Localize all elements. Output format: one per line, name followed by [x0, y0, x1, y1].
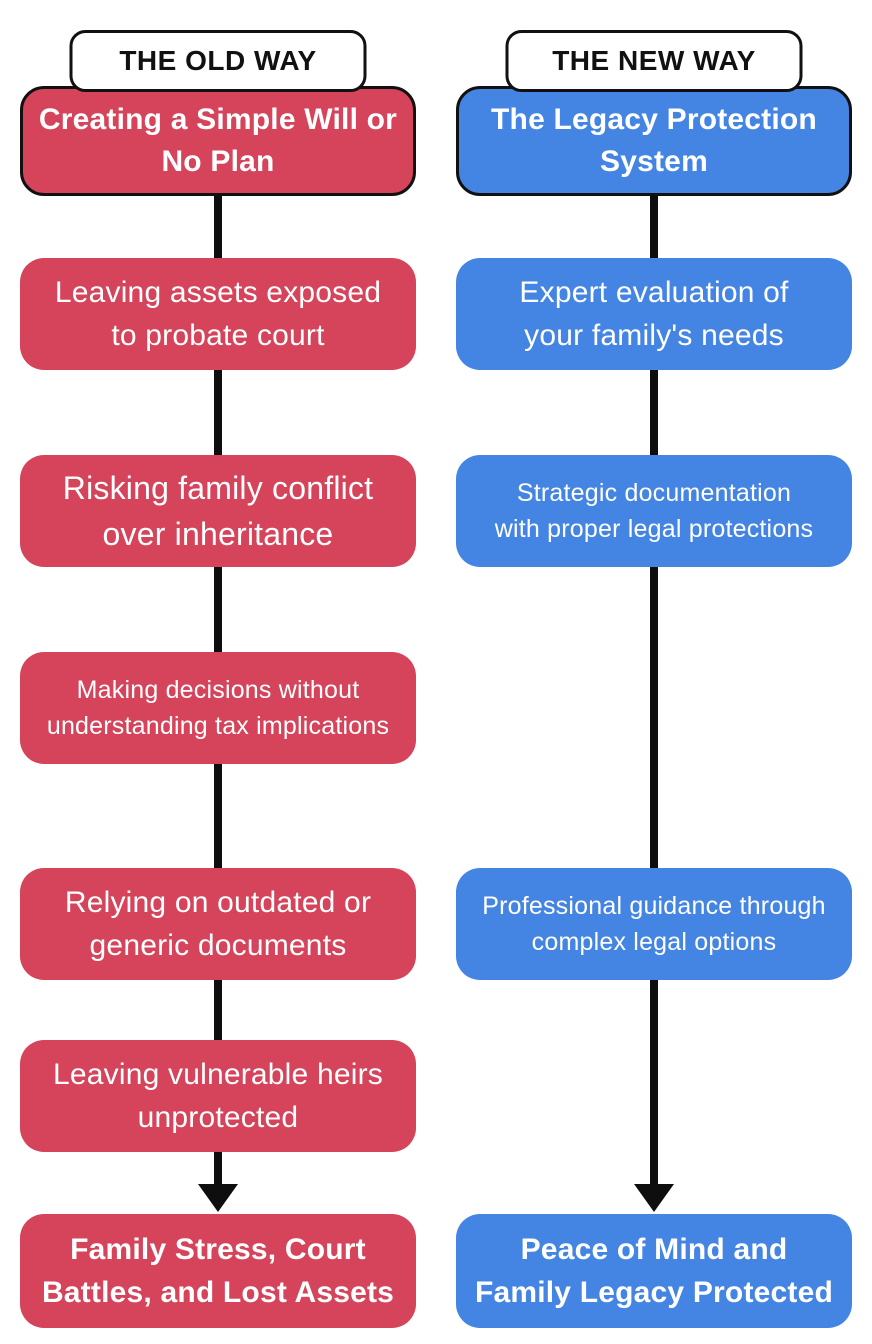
- old-way-arrowhead-icon: [198, 1184, 238, 1212]
- old-way-header-box: Creating a Simple Will or No Plan: [20, 86, 416, 196]
- old-way-step-probate: Leaving assets exposed to probate court: [20, 258, 416, 370]
- old-way-header-label: Creating a Simple Will or No Plan: [38, 103, 398, 178]
- new-way-title: THE NEW WAY: [505, 30, 803, 92]
- step-label: Risking family conflict over inheritance: [62, 469, 374, 552]
- step-label: Expert evaluation of your family's needs: [519, 275, 789, 353]
- old-way-step-tax: Making decisions without understanding t…: [20, 652, 416, 764]
- old-way-title: THE OLD WAY: [69, 30, 367, 92]
- old-way-result-label: Family Stress, Court Battles, and Lost A…: [41, 1232, 395, 1310]
- new-way-header-box: The Legacy Protection System: [456, 86, 852, 196]
- step-label: Making decisions without understanding t…: [46, 675, 390, 740]
- new-way-connector-line: [650, 188, 658, 1190]
- new-way-step-evaluation: Expert evaluation of your family's needs: [456, 258, 852, 370]
- step-label: Strategic documentation with proper lega…: [494, 478, 814, 543]
- old-way-title-label: THE OLD WAY: [119, 45, 317, 76]
- new-way-step-documentation: Strategic documentation with proper lega…: [456, 455, 852, 567]
- old-way-step-heirs: Leaving vulnerable heirs unprotected: [20, 1040, 416, 1152]
- old-way-result-box: Family Stress, Court Battles, and Lost A…: [20, 1214, 416, 1328]
- step-label: Relying on outdated or generic documents: [64, 885, 372, 963]
- new-way-column: THE NEW WAY The Legacy Protection System…: [436, 0, 872, 1344]
- new-way-result-label: Peace of Mind and Family Legacy Protecte…: [474, 1232, 834, 1310]
- new-way-header-label: The Legacy Protection System: [491, 103, 817, 178]
- new-way-title-label: THE NEW WAY: [552, 45, 756, 76]
- step-label: Leaving assets exposed to probate court: [54, 275, 382, 353]
- new-way-step-guidance: Professional guidance through complex le…: [456, 868, 852, 980]
- old-way-step-conflict: Risking family conflict over inheritance: [20, 455, 416, 567]
- new-way-arrowhead-icon: [634, 1184, 674, 1212]
- new-way-result-box: Peace of Mind and Family Legacy Protecte…: [456, 1214, 852, 1328]
- old-way-step-outdated: Relying on outdated or generic documents: [20, 868, 416, 980]
- step-label: Leaving vulnerable heirs unprotected: [52, 1057, 383, 1135]
- step-label: Professional guidance through complex le…: [482, 891, 826, 956]
- old-way-column: THE OLD WAY Creating a Simple Will or No…: [20, 30, 416, 1328]
